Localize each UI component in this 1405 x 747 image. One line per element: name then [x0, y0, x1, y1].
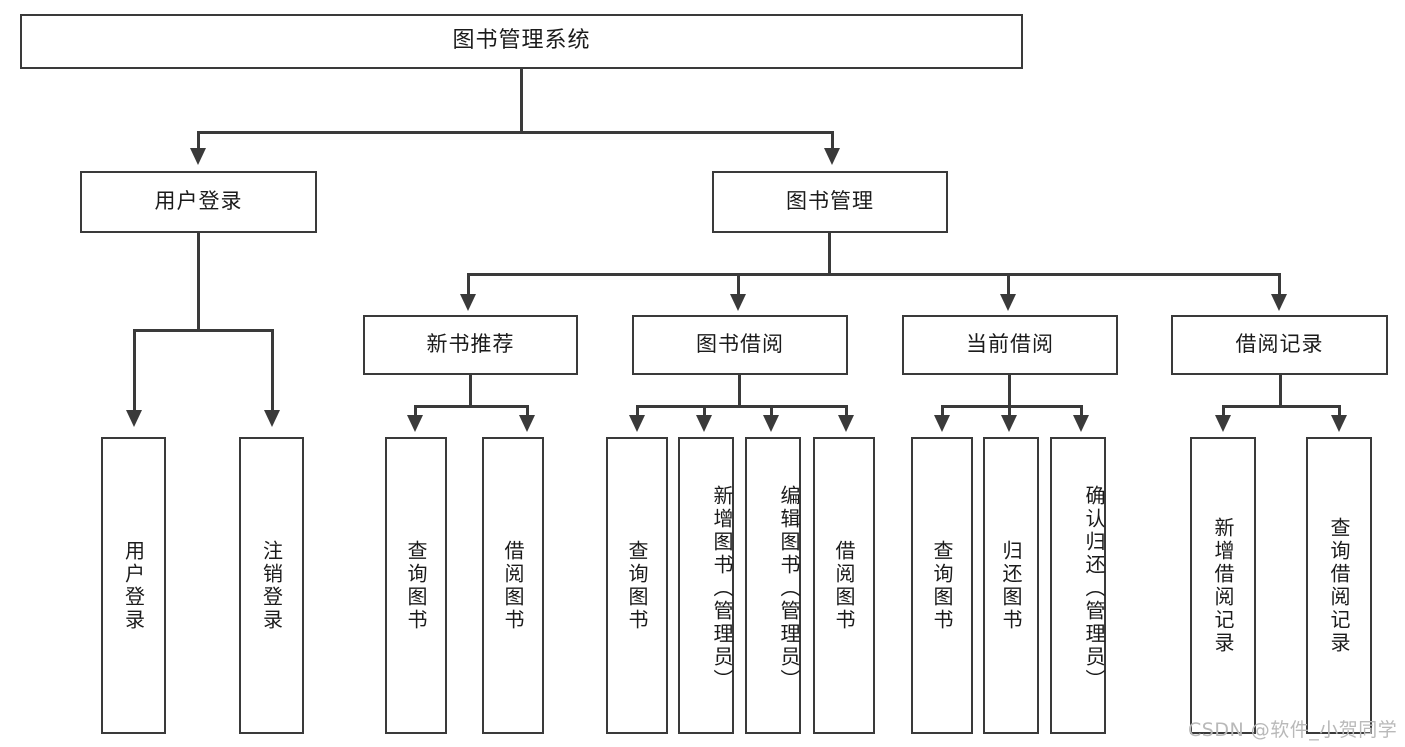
leaf-query-book-recommend[interactable]: 查询图书	[385, 437, 447, 734]
edge-borrow-record-drop-1	[1222, 405, 1225, 418]
arrow-to-leaf-query-book-2	[629, 415, 645, 432]
arrow-to-leaf-user-login	[126, 410, 142, 427]
leaf-query-book-current[interactable]: 查询图书	[911, 437, 973, 734]
arrow-to-leaf-confirm-return	[1073, 415, 1089, 432]
edge-level3-drop-3	[1007, 273, 1010, 295]
edge-root-drop-right	[831, 131, 834, 149]
edge-root-trunk	[520, 69, 523, 133]
arrow-to-leaf-edit-book	[763, 415, 779, 432]
edge-book-borrow-bus	[636, 405, 848, 408]
leaf-query-book-borrow[interactable]: 查询图书	[606, 437, 668, 734]
edge-current-borrow-drop-1	[941, 405, 944, 418]
edge-new-book-trunk	[469, 375, 472, 407]
node-book-management[interactable]: 图书管理	[712, 171, 948, 233]
leaf-return-book[interactable]: 归还图书	[983, 437, 1039, 734]
node-borrow-record[interactable]: 借阅记录	[1171, 315, 1388, 375]
edge-borrow-record-drop-2	[1338, 405, 1341, 418]
leaf-add-borrow-record[interactable]: 新增借阅记录	[1190, 437, 1256, 734]
leaf-confirm-return-admin[interactable]: 确认归还（管理员）	[1050, 437, 1106, 734]
edge-current-borrow-trunk	[1008, 375, 1011, 407]
edge-book-borrow-trunk	[738, 375, 741, 407]
edge-user-login-bus	[133, 329, 274, 332]
edge-level3-drop-1	[467, 273, 470, 295]
edge-book-borrow-drop-4	[845, 405, 848, 418]
edge-current-borrow-drop-3	[1080, 405, 1083, 418]
leaf-query-borrow-record[interactable]: 查询借阅记录	[1306, 437, 1372, 734]
leaf-borrow-book-borrow[interactable]: 借阅图书	[813, 437, 875, 734]
arrow-to-book-management	[824, 148, 840, 165]
edge-new-book-drop-2	[526, 405, 529, 418]
edge-book-borrow-drop-3	[770, 405, 773, 418]
csdn-watermark: CSDN @软件_小贺同学	[1188, 719, 1398, 741]
edge-new-book-drop-1	[414, 405, 417, 418]
edge-book-borrow-drop-1	[636, 405, 639, 418]
edge-book-borrow-drop-2	[703, 405, 706, 418]
edge-user-login-drop-2	[271, 329, 274, 412]
node-book-borrow[interactable]: 图书借阅	[632, 315, 848, 375]
edge-root-drop-left	[197, 131, 200, 149]
edge-level3-drop-2	[737, 273, 740, 295]
node-root-system[interactable]: 图书管理系统	[20, 14, 1023, 69]
edge-level3-bus	[467, 273, 1281, 276]
leaf-logout[interactable]: 注销登录	[239, 437, 304, 734]
arrow-to-leaf-query-book-1	[407, 415, 423, 432]
edge-user-login-trunk	[197, 233, 200, 331]
leaf-user-login[interactable]: 用户登录	[101, 437, 166, 734]
arrow-to-leaf-borrow-book-2	[838, 415, 854, 432]
edge-borrow-record-bus	[1222, 405, 1341, 408]
arrow-to-new-book-recommend	[460, 294, 476, 311]
edge-root-bus	[197, 131, 834, 134]
leaf-add-book-admin[interactable]: 新增图书（管理员）	[678, 437, 734, 734]
edge-new-book-bus	[414, 405, 529, 408]
arrow-to-book-borrow	[730, 294, 746, 311]
arrow-to-leaf-logout	[264, 410, 280, 427]
edge-user-login-drop-1	[133, 329, 136, 412]
leaf-edit-book-admin[interactable]: 编辑图书（管理员）	[745, 437, 801, 734]
arrow-to-user-login	[190, 148, 206, 165]
node-new-book-recommend[interactable]: 新书推荐	[363, 315, 578, 375]
arrow-to-leaf-add-book	[696, 415, 712, 432]
arrow-to-borrow-record	[1271, 294, 1287, 311]
arrow-to-leaf-borrow-book-1	[519, 415, 535, 432]
arrow-to-leaf-add-record	[1215, 415, 1231, 432]
edge-level3-drop-4	[1278, 273, 1281, 295]
leaf-borrow-book-recommend[interactable]: 借阅图书	[482, 437, 544, 734]
edge-book-management-trunk	[828, 233, 831, 275]
arrow-to-leaf-return-book	[1001, 415, 1017, 432]
arrow-to-leaf-query-book-3	[934, 415, 950, 432]
node-user-login[interactable]: 用户登录	[80, 171, 317, 233]
arrow-to-leaf-query-record	[1331, 415, 1347, 432]
arrow-to-current-borrow	[1000, 294, 1016, 311]
edge-borrow-record-trunk	[1279, 375, 1282, 407]
edge-current-borrow-bus	[941, 405, 1083, 408]
node-current-borrow[interactable]: 当前借阅	[902, 315, 1118, 375]
edge-current-borrow-drop-2	[1008, 405, 1011, 418]
